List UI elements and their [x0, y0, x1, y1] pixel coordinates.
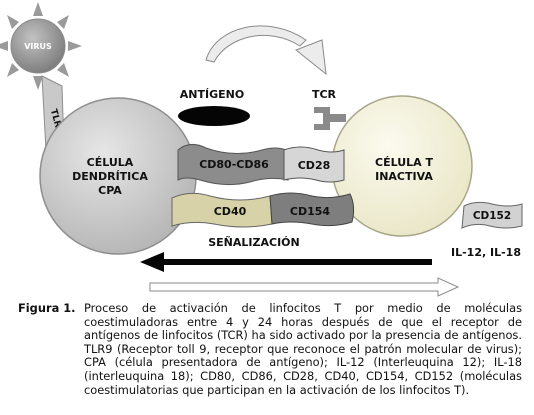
antigen-label: ANTÍGENO: [180, 88, 244, 101]
caption-text: Proceso de activación de linfocitos T po…: [84, 301, 522, 397]
cd40-molecule: CD40: [171, 192, 273, 228]
virus-label: VIRUS: [24, 42, 52, 51]
cd28-molecule: CD28: [283, 146, 345, 183]
tcr-receptor: [314, 107, 346, 130]
figure-caption: Figura 1. Proceso de activación de linfo…: [18, 301, 522, 397]
right-arrow-icon: [149, 277, 460, 297]
svg-text:CÉLULA: CÉLULA: [87, 156, 134, 169]
curved-arrow-icon: [205, 25, 327, 76]
left-arrow-icon: [140, 252, 432, 272]
interleukins-label: IL-12, IL-18: [451, 246, 521, 259]
cd80-cd86-molecule: CD80-CD86: [177, 144, 289, 186]
cd80-cd86-label: CD80-CD86: [199, 158, 269, 171]
signaling-label: SEÑALIZACIÓN: [208, 236, 299, 249]
tcr-label: TCR: [312, 88, 337, 101]
activation-diagram: VIRUS TLR9 ANTÍGENO TCR CD80-CD86 CD28 C…: [0, 2, 523, 297]
svg-text:DENDRÍTICA: DENDRÍTICA: [72, 170, 148, 183]
cd40-label: CD40: [214, 205, 247, 218]
caption-label: Figura 1.: [18, 301, 76, 315]
t-cell-label: CÉLULA T INACTIVA: [375, 156, 433, 183]
svg-text:CÉLULA T: CÉLULA T: [375, 156, 433, 169]
cd154-label: CD154: [290, 205, 331, 218]
cd28-label: CD28: [298, 159, 331, 172]
cd152-label: CD152: [473, 210, 511, 222]
virus-icon: VIRUS: [0, 2, 82, 90]
antigen-shape: [178, 106, 250, 126]
dendritic-cell-label: CÉLULA DENDRÍTICA CPA: [72, 156, 148, 197]
svg-text:CPA: CPA: [98, 184, 122, 197]
cd154-molecule: CD154: [269, 192, 355, 227]
svg-text:INACTIVA: INACTIVA: [375, 170, 433, 183]
cd152-molecule: CD152: [461, 201, 523, 229]
